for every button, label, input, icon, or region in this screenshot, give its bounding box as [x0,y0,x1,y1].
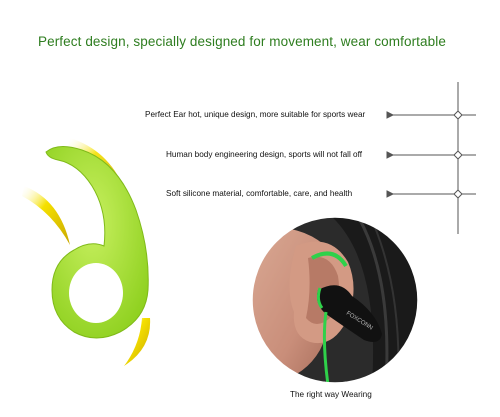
motion-swoosh-left [22,186,70,245]
feature-label-silicone: Soft silicone material, comfortable, car… [166,189,353,198]
ear-hook-shape [45,146,149,339]
feature-label-ear-hook: Perfect Ear hot, unique design, more sui… [145,110,366,119]
feature-label-ergonomic: Human body engineering design, sports wi… [166,150,363,159]
wearing-photo [252,217,418,383]
photo-border [251,216,419,384]
headline: Perfect design, specially designed for m… [38,34,446,49]
feature-indicator-lines [386,82,476,234]
wearing-caption: The right way Wearing [290,390,372,399]
motion-swoosh-bottom [124,318,151,366]
